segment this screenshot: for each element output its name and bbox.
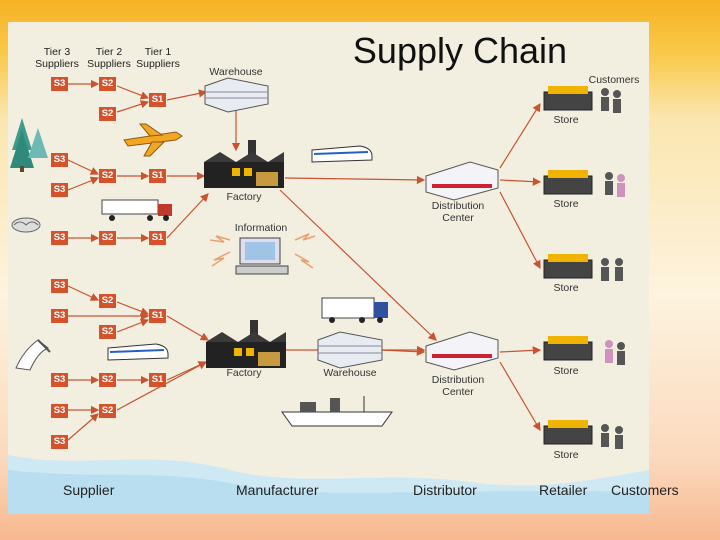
warehouse-icon xyxy=(204,77,269,113)
customers-stage-label: Customers xyxy=(611,482,679,498)
warehouse-icon xyxy=(317,331,383,369)
store-icon xyxy=(543,86,593,111)
store-label: Store xyxy=(553,449,579,461)
ship-icon xyxy=(281,396,393,427)
tier2-header: Tier 2 Suppliers xyxy=(87,46,131,70)
truck-icon xyxy=(101,199,172,221)
supplier-s1: S1 xyxy=(149,169,166,183)
supplier-s3: S3 xyxy=(51,77,68,91)
supplier-s3: S3 xyxy=(51,373,68,387)
page-title: Supply Chain xyxy=(352,30,568,71)
factory-label: Factory xyxy=(226,191,262,203)
distribution-center-icon xyxy=(425,161,499,201)
train-icon xyxy=(311,145,373,163)
supplier-s2: S2 xyxy=(99,325,116,339)
supplier-s1: S1 xyxy=(149,373,166,387)
factory-label: Factory xyxy=(226,367,262,379)
people-icon xyxy=(601,88,625,449)
information-label: Information xyxy=(234,222,288,234)
supplier-s1: S1 xyxy=(149,231,166,245)
distribution-center-label: Distribution Center xyxy=(431,374,485,398)
supplier-s3: S3 xyxy=(51,231,68,245)
rock-icon xyxy=(11,217,41,233)
supplier-s3: S3 xyxy=(51,309,68,323)
mining-icon xyxy=(15,339,51,371)
manufacturer-stage-label: Manufacturer xyxy=(236,482,319,498)
factory-icon xyxy=(206,320,286,368)
factory-icon xyxy=(204,140,284,188)
supplier-stage-label: Supplier xyxy=(63,482,115,498)
supplier-s2: S2 xyxy=(99,107,116,121)
store-icon xyxy=(543,336,593,361)
train-icon xyxy=(107,343,169,361)
store-label: Store xyxy=(553,365,579,377)
tier3-header: Tier 3 Suppliers xyxy=(35,46,79,70)
distributor-stage-label: Distributor xyxy=(413,482,477,498)
truck-icon xyxy=(321,297,388,323)
warehouse-label: Warehouse xyxy=(209,66,263,78)
store-icon xyxy=(543,254,593,279)
supplier-s3: S3 xyxy=(51,153,68,167)
distributor-arrows xyxy=(499,102,542,432)
distribution-center-label: Distribution Center xyxy=(431,200,485,224)
diagram-panel xyxy=(8,22,649,514)
supplier-s3: S3 xyxy=(51,435,68,449)
retailer-stage-label: Retailer xyxy=(539,482,588,498)
supplier-s2: S2 xyxy=(99,404,116,418)
supplier-s1: S1 xyxy=(149,93,166,107)
supplier-s2: S2 xyxy=(99,77,116,91)
supplier-s2: S2 xyxy=(99,373,116,387)
supplier-s2: S2 xyxy=(99,231,116,245)
supplier-s2: S2 xyxy=(99,294,116,308)
information-rays xyxy=(209,233,316,269)
store-icon xyxy=(543,420,593,445)
supplier-s2: S2 xyxy=(99,169,116,183)
store-label: Store xyxy=(553,282,579,294)
store-label: Store xyxy=(553,198,579,210)
warehouse-label: Warehouse xyxy=(323,367,377,379)
customers-label: Customers xyxy=(588,74,640,86)
supplier-arrows xyxy=(67,79,150,441)
airplane-icon xyxy=(123,123,183,157)
distribution-center-icon xyxy=(425,331,499,371)
computer-icon xyxy=(235,237,289,275)
supplier-s3: S3 xyxy=(51,279,68,293)
tier1-header: Tier 1 Suppliers xyxy=(136,46,180,70)
tree-icon xyxy=(10,118,48,172)
manufacturer-arrows xyxy=(279,175,437,356)
supplier-s3: S3 xyxy=(51,404,68,418)
supplier-s1: S1 xyxy=(149,309,166,323)
store-label: Store xyxy=(553,114,579,126)
store-icon xyxy=(543,170,593,195)
supplier-s3: S3 xyxy=(51,183,68,197)
